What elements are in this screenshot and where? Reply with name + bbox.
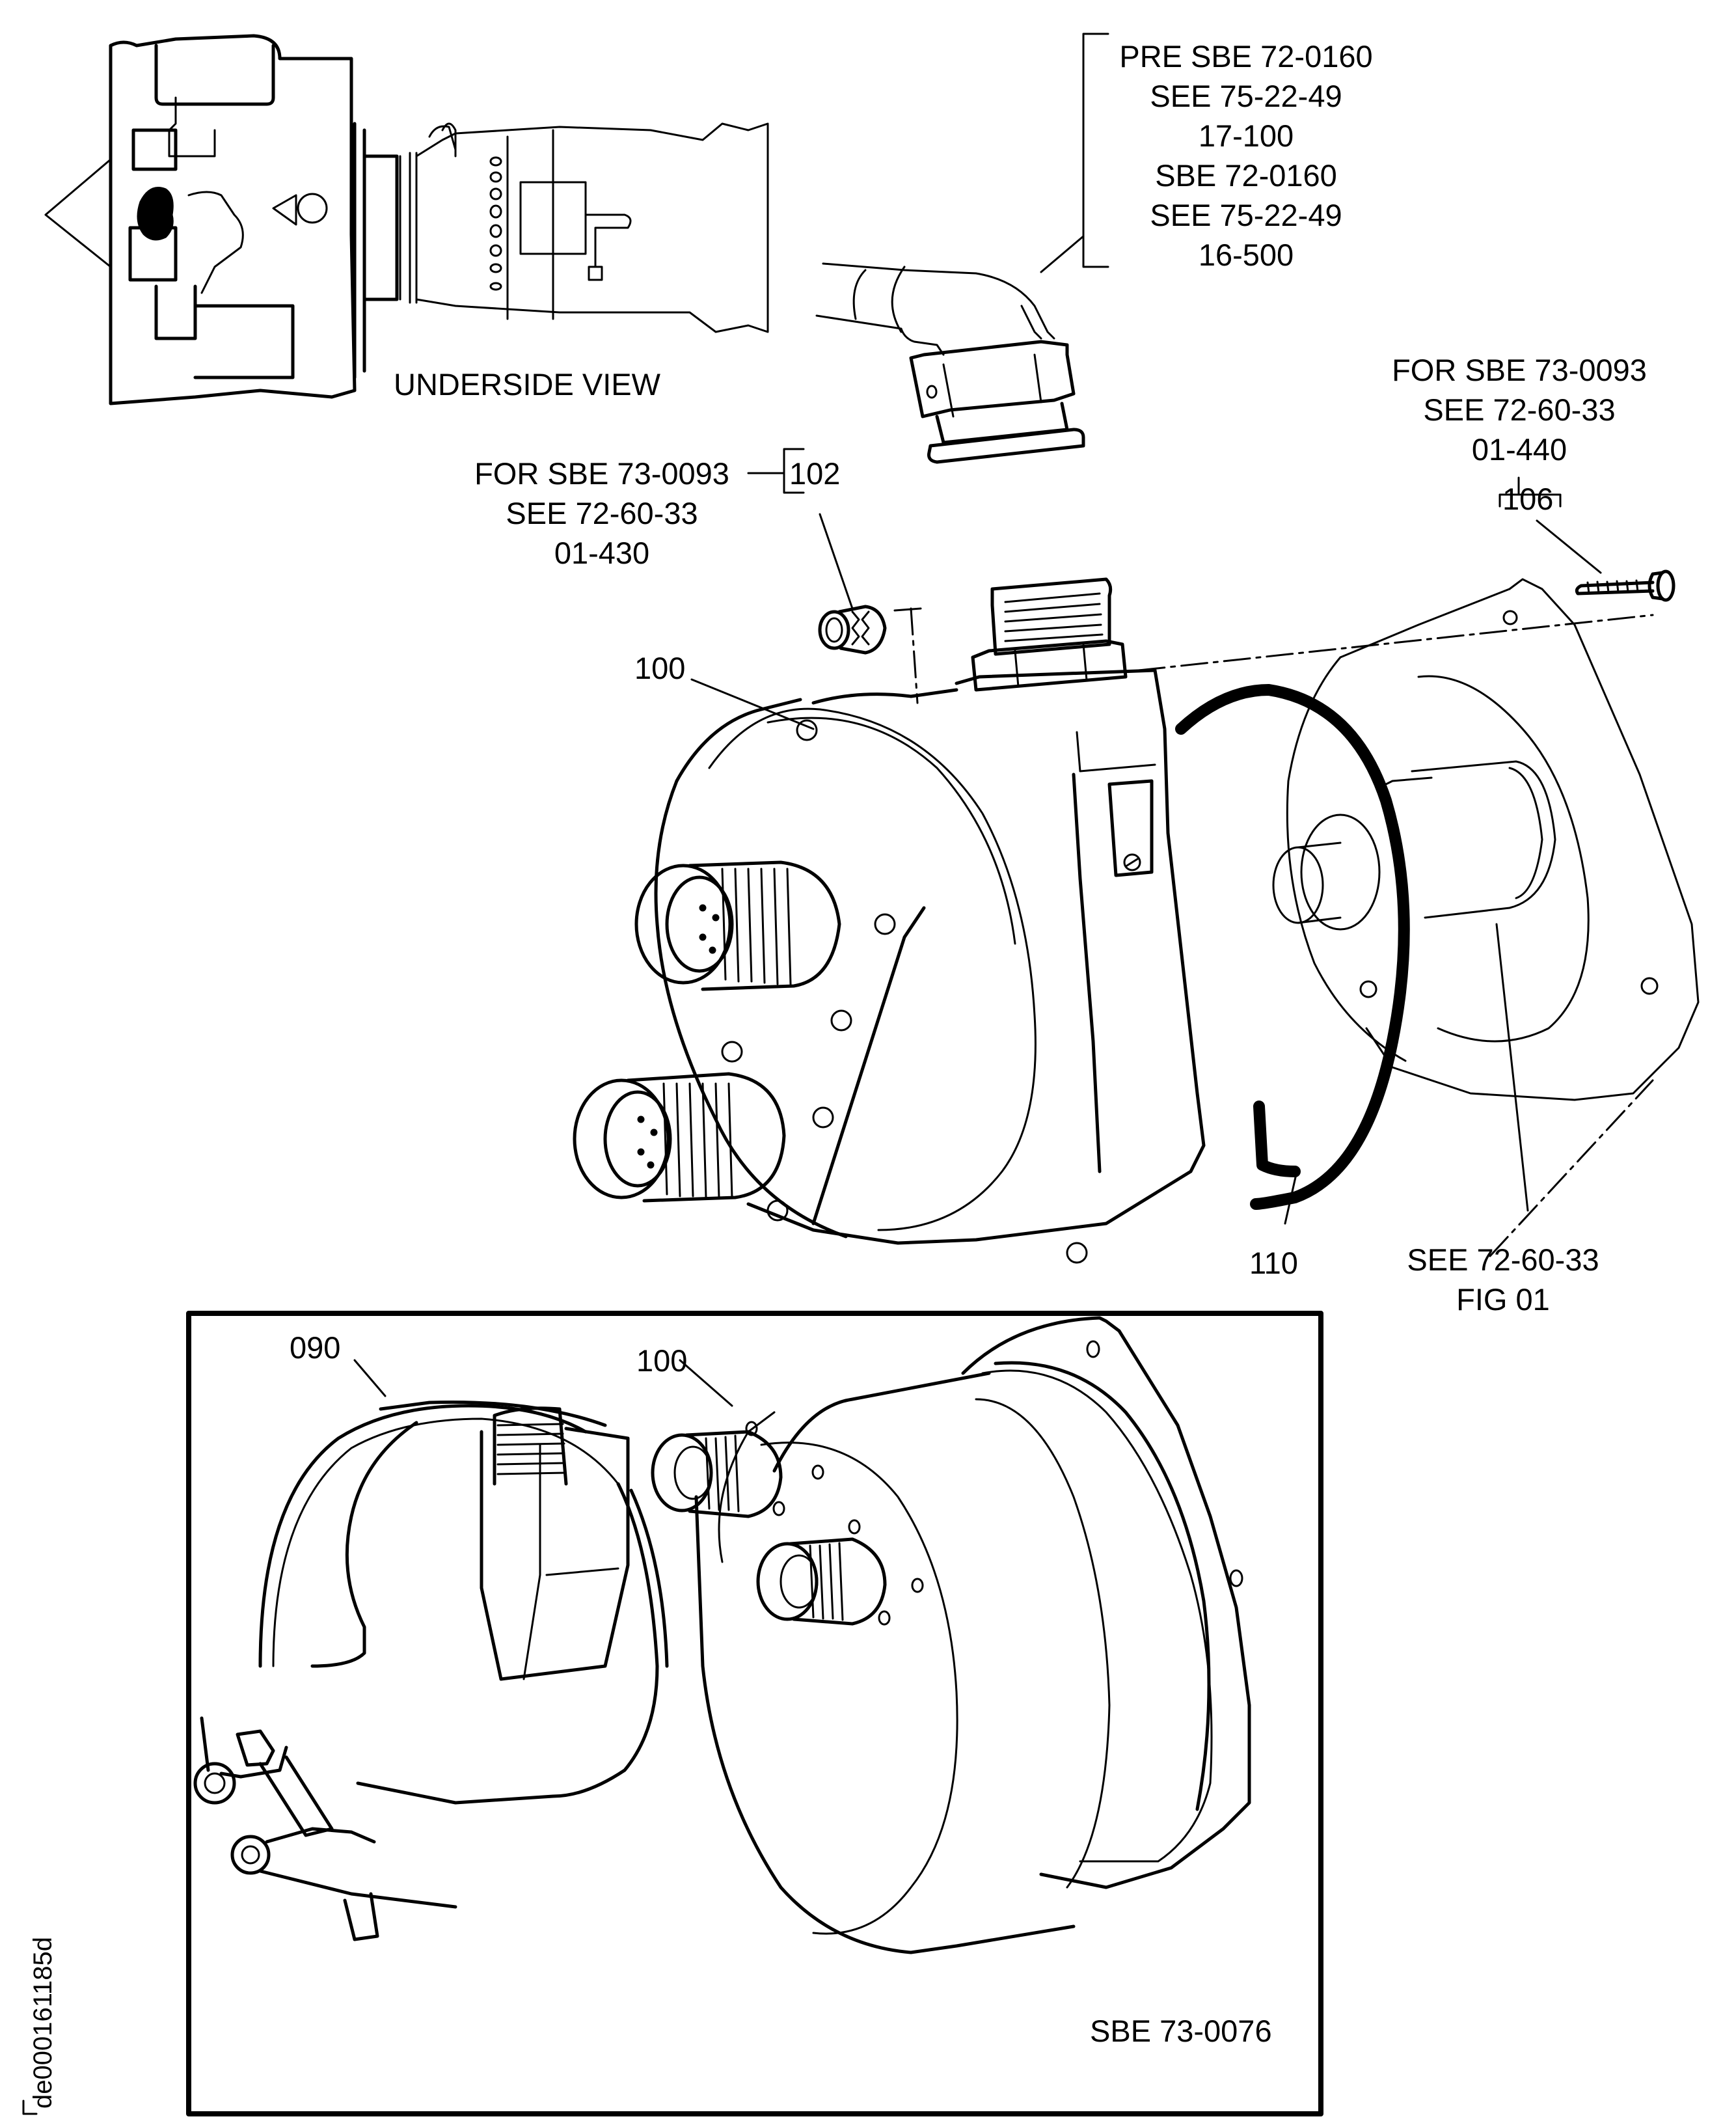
callout-line: 01-440: [1471, 432, 1567, 467]
callout-line: FOR SBE 73-0093: [474, 456, 729, 491]
item-number-106[interactable]: 106: [1502, 482, 1554, 516]
elbow-fitting: [815, 262, 1085, 464]
callout-item-106-note: FOR SBE 73-0093 SEE 72-60-33 01-440: [1373, 350, 1666, 469]
engine-underside-view: [44, 34, 769, 405]
unit-100-detail: [651, 1316, 1251, 1954]
drawing-id: de000161185d: [29, 1937, 57, 2109]
main-unit-100: [573, 577, 1206, 1264]
item-number-102[interactable]: 102: [789, 456, 841, 491]
callout-line: 01-430: [554, 536, 650, 570]
detail-caption: SBE 73-0076: [1090, 2014, 1272, 2048]
item-number-100-main[interactable]: 100: [634, 651, 686, 685]
item-number-090[interactable]: 090: [290, 1330, 341, 1365]
callout-line: SEE 75-22-49: [1150, 198, 1342, 232]
callout-see-fig-01: SEE 72-60-33 FIG 01: [1373, 1240, 1633, 1319]
callout-line: SEE 75-22-49: [1150, 79, 1342, 113]
item-102-nut: [818, 605, 887, 655]
callout-line: FIG 01: [1456, 1282, 1550, 1317]
detail-frame: [186, 1311, 1323, 2116]
inset-caption: UNDERSIDE VIEW: [394, 367, 660, 402]
cover-screws: [721, 719, 1088, 1264]
connector-upper: [634, 860, 841, 991]
clamp-090: [193, 1400, 669, 1941]
mounting-pad: [1272, 578, 1700, 1101]
callout-line: FOR SBE 73-0093: [1392, 353, 1647, 387]
item-number-110[interactable]: 110: [1249, 1246, 1298, 1280]
leader-lines: [690, 33, 1602, 1225]
callout-line: SEE 72-60-33: [1423, 392, 1616, 427]
callout-line: 17-100: [1198, 118, 1294, 153]
callout-line: PRE SBE 72-0160: [1119, 39, 1373, 74]
callout-line: SEE 72-60-33: [1407, 1242, 1599, 1277]
item-106-bolt: [1575, 569, 1675, 602]
callout-line: 16-500: [1198, 238, 1294, 272]
connector-lower: [573, 1072, 786, 1203]
callout-line: SBE 72-0160: [1155, 158, 1337, 193]
o-ring-110: [1175, 684, 1410, 1210]
callout-pre-sbe-block: PRE SBE 72-0160 SEE 75-22-49 17-100 SBE …: [1093, 36, 1399, 275]
callout-line: SEE 72-60-33: [506, 496, 698, 530]
item-number-100-detail[interactable]: 100: [636, 1343, 688, 1378]
callout-item-102-note: FOR SBE 73-0093 SEE 72-60-33 01-430: [455, 454, 748, 573]
